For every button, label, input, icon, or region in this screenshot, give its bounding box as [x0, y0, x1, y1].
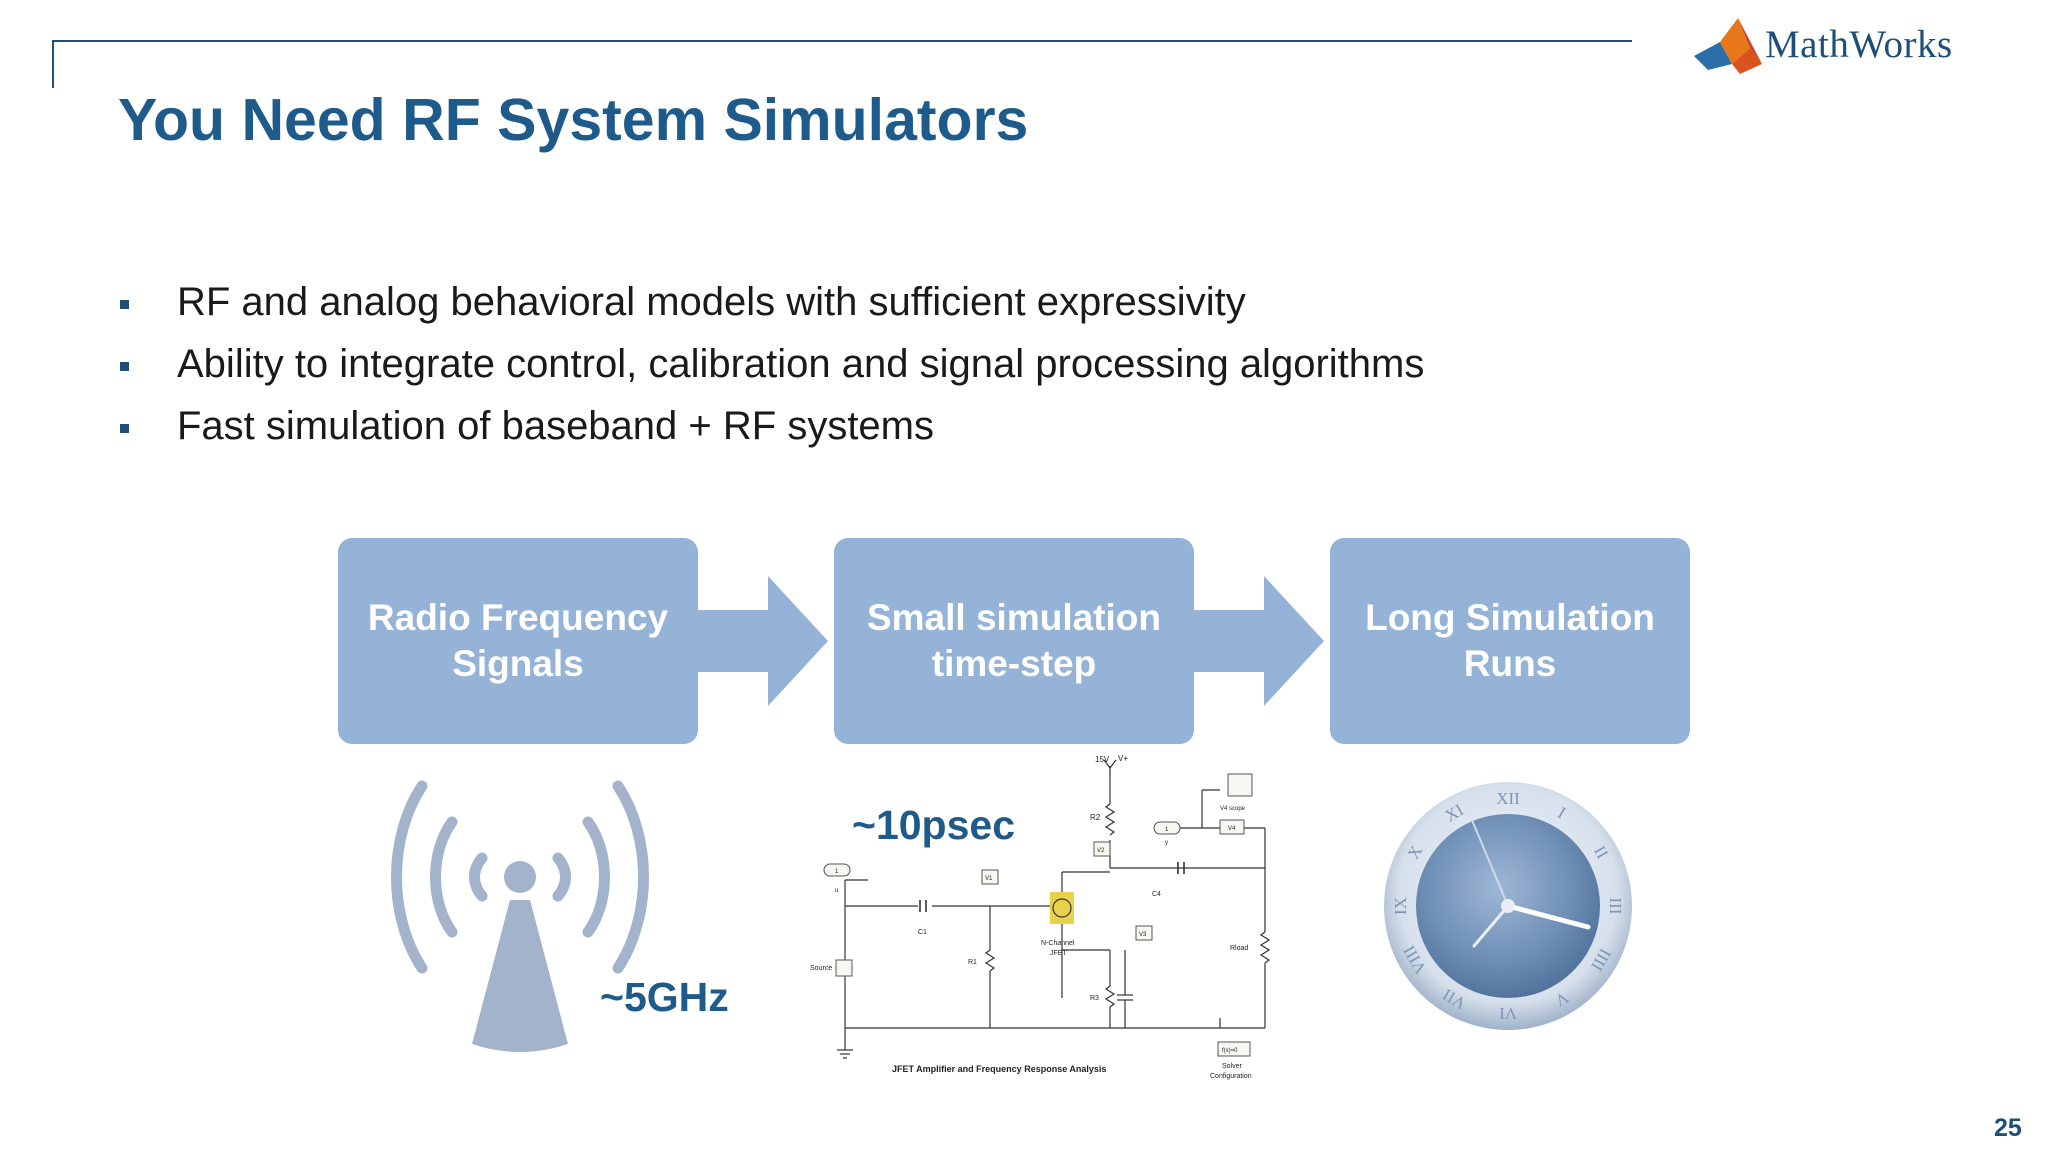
- jfet-schematic-diagram: 15V V+ R2 V2 1 y V4 scope V4 C4 1 u C1 V…: [810, 754, 1271, 1080]
- schematic-title: JFET Amplifier and Frequency Response An…: [892, 1064, 1106, 1074]
- flow-box-line: Small simulation: [866, 597, 1161, 638]
- flow-box-line: Signals: [452, 643, 584, 684]
- schematic-label: R1: [968, 959, 977, 966]
- flow-box-line: Runs: [1463, 643, 1557, 684]
- clock-numeral: VI: [1499, 1004, 1517, 1023]
- bullet-marker: [120, 362, 129, 371]
- schematic-label: 1: [1165, 827, 1169, 833]
- bullet-marker: [120, 424, 129, 433]
- bullet-marker: [120, 300, 129, 309]
- schematic-label: u: [835, 888, 838, 894]
- flow-box-line: time-step: [931, 643, 1097, 684]
- page-number: 25: [1994, 1114, 2022, 1142]
- schematic-label: f(x)=0: [1222, 1048, 1238, 1054]
- schematic-label: Solver: [1222, 1063, 1243, 1070]
- schematic-label: C1: [918, 929, 927, 936]
- schematic-label: V+: [1118, 754, 1128, 763]
- schematic-label: Configuration: [1210, 1073, 1252, 1080]
- antenna-signal-icon: [391, 780, 649, 1052]
- mathworks-logo: MathWorks: [1690, 12, 2030, 82]
- bullet-text: Ability to integrate control, calibratio…: [177, 342, 1425, 386]
- header-rule-corner: [52, 40, 54, 88]
- schematic-label: 15V: [1095, 755, 1110, 764]
- flow-box-line: Long Simulation: [1365, 597, 1655, 638]
- schematic-label: R2: [1090, 813, 1101, 822]
- flow-arrow-icon: [696, 576, 828, 706]
- clock-numeral: III: [1606, 898, 1625, 915]
- schematic-label: Rload: [1230, 945, 1248, 952]
- flow-arrow-icon: [1192, 576, 1324, 706]
- schematic-label: N-Channel: [1041, 940, 1075, 947]
- schematic-label: V1: [985, 876, 993, 882]
- header-rule: [52, 40, 1632, 42]
- schematic-label: V2: [1097, 848, 1105, 854]
- clock-numeral: XII: [1496, 789, 1520, 808]
- schematic-label: Source: [810, 965, 832, 972]
- clock-numeral: IX: [1391, 897, 1410, 915]
- flow-box-line: Radio Frequency: [367, 597, 669, 638]
- schematic-label: R3: [1090, 995, 1099, 1002]
- schematic-label: JFET: [1050, 950, 1067, 957]
- logo-wordmark: MathWorks: [1765, 23, 1953, 66]
- slide-title: You Need RF System Simulators: [118, 87, 1029, 153]
- schematic-label: V4 scope: [1220, 806, 1246, 812]
- schematic-label: V4: [1228, 826, 1236, 832]
- bullet-text: Fast simulation of baseband + RF systems: [177, 404, 934, 448]
- flow-box-time-step: Small simulation time-step: [834, 538, 1194, 744]
- frequency-label: ~5GHz: [600, 974, 729, 1020]
- schematic-label: C4: [1152, 891, 1161, 898]
- membrane-logo-icon: [1694, 18, 1762, 74]
- bullet-text: RF and analog behavioral models with suf…: [177, 280, 1246, 324]
- schematic-label: 1: [835, 869, 839, 875]
- timestep-label: ~10psec: [852, 802, 1015, 848]
- schematic-label: y: [1165, 840, 1168, 846]
- schematic-label: V3: [1139, 932, 1147, 938]
